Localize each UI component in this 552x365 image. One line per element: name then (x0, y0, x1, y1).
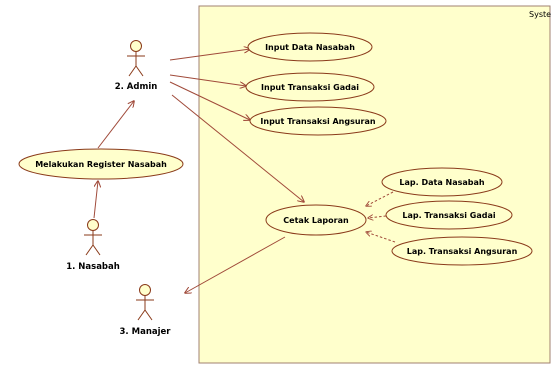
connector-cetak-manajer (185, 236, 286, 293)
use-case-label: Lap. Transaksi Gadai (402, 211, 496, 220)
connector-lap-data-nasabah-extend (366, 191, 394, 206)
connector-admin-input-transaksi-angsuran (169, 81, 250, 120)
actor-nasabah: 1. Nasabah (66, 219, 120, 272)
use-case-input-data-nasabah: Input Data Nasabah (247, 32, 373, 62)
use-case-lap-transaksi-gadai: Lap. Transaksi Gadai (385, 200, 513, 230)
use-case-ellipse (249, 106, 387, 136)
system-label: Syste (529, 10, 551, 19)
use-case-label: Melakukan Register Nasabah (35, 160, 167, 169)
use-case-label: Lap. Transaksi Angsuran (407, 247, 518, 256)
use-case-input-transaksi-angsuran: Input Transaksi Angsuran (249, 106, 387, 136)
use-case-label: Input Data Nasabah (265, 43, 355, 52)
connector-admin-cetak-laporan (171, 94, 304, 202)
connectors (93, 49, 396, 293)
use-case-lap-data-nasabah: Lap. Data Nasabah (381, 167, 503, 197)
use-case-label: Input Transaksi Gadai (261, 83, 359, 92)
use-case-melakukan-register-nasabah: Melakukan Register Nasabah (18, 148, 184, 180)
actor-label: 1. Nasabah (66, 262, 120, 272)
connector-register-admin (97, 101, 134, 149)
connector-lap-transaksi-angsuran-extend (366, 232, 396, 243)
use-case-ellipse (391, 236, 533, 266)
use-case-ellipse (381, 167, 503, 197)
connector-admin-input-data-nasabah (169, 49, 250, 61)
use-case-cetak-laporan: Cetak Laporan (265, 204, 367, 236)
connector-nasabah-register (93, 181, 98, 219)
use-case-ellipse (247, 32, 373, 62)
actor-label: 3. Manajer (120, 327, 172, 337)
stick-figure-icon (127, 40, 145, 77)
use-case-ellipse (245, 72, 375, 102)
actor-label: 2. Admin (115, 82, 158, 92)
use-case-lap-transaksi-angsuran: Lap. Transaksi Angsuran (391, 236, 533, 266)
use-case-ellipse (265, 204, 367, 236)
use-case-label: Cetak Laporan (283, 216, 349, 225)
stick-figure-icon (84, 219, 102, 256)
connector-admin-input-transaksi-gadai (169, 74, 246, 86)
use-case-input-transaksi-gadai: Input Transaksi Gadai (245, 72, 375, 102)
use-case-ellipse (18, 148, 184, 180)
use-case-ellipse (385, 200, 513, 230)
stick-figure-icon (136, 284, 154, 321)
use-case-label: Input Transaksi Angsuran (260, 117, 376, 126)
connector-lap-transaksi-gadai-extend (368, 216, 387, 218)
actor-manajer: 3. Manajer (120, 284, 172, 337)
actor-admin: 2. Admin (115, 40, 158, 92)
use-case-label: Lap. Data Nasabah (399, 178, 484, 187)
